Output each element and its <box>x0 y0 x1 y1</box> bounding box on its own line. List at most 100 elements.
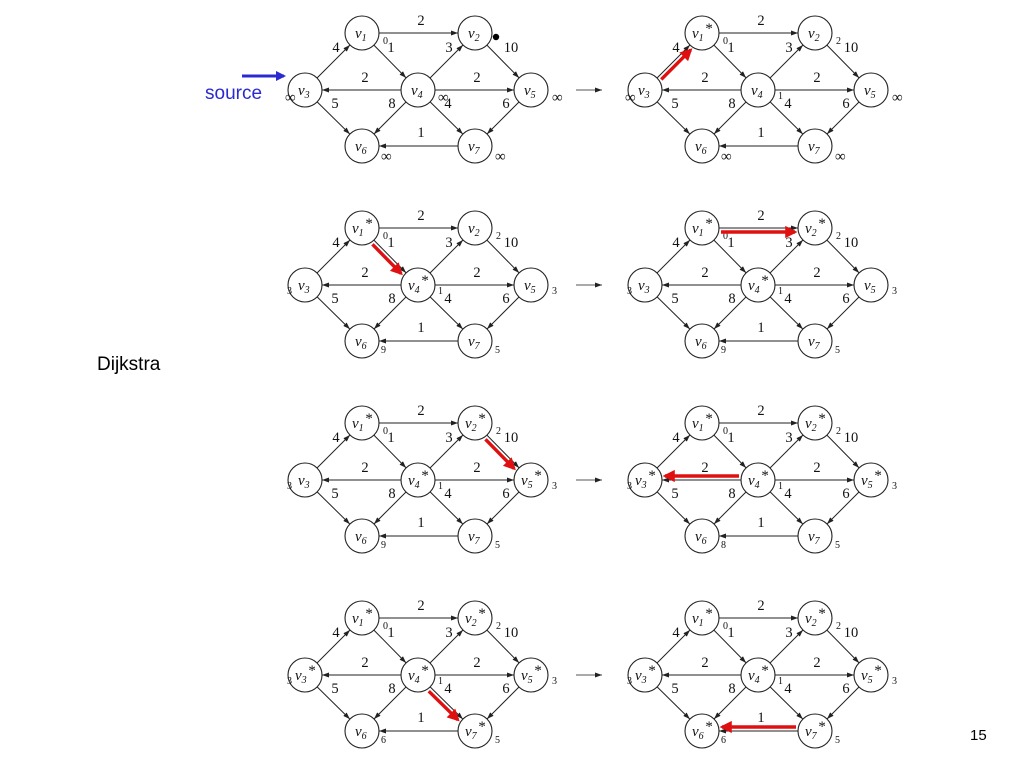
node-label-v6: v6 <box>695 529 707 547</box>
distance-v4: 1 <box>778 286 783 297</box>
edge-v5-v7 <box>486 491 520 525</box>
edge-weight-v3-v6: 5 <box>671 681 678 697</box>
edge-weight-v1-v2: 2 <box>757 598 764 614</box>
node-label-v6: v6 <box>355 724 367 742</box>
edge-weight-v2-v5: 10 <box>504 430 519 446</box>
node-v2 <box>797 405 833 441</box>
node-label-v1: v1 <box>355 26 367 44</box>
edge-weight-v3-v6: 5 <box>331 486 338 502</box>
node-label-v3: v3 <box>298 83 310 101</box>
node-label-v3: v3 <box>638 278 650 296</box>
edge-v3-v6 <box>656 101 691 135</box>
edge-weight-v4-v2: 3 <box>445 235 452 251</box>
known-marker-v7: * <box>478 719 486 735</box>
known-marker-v5: * <box>534 468 542 484</box>
node-v7 <box>457 323 493 359</box>
distance-v3: 3 <box>287 676 292 687</box>
distance-v7: 5 <box>495 345 500 356</box>
edge-weight-v4-v3: 2 <box>701 265 708 281</box>
node-label-v2: v2 <box>468 26 480 44</box>
node-v1 <box>344 210 380 246</box>
distance-v3: 3 <box>287 481 292 492</box>
edge-v4-v6 <box>713 491 747 525</box>
edge-v4-v2 <box>429 434 464 469</box>
edge-v3-v6 <box>316 491 351 525</box>
edge-weight-v4-v6: 8 <box>728 291 735 307</box>
edge-v1-v4 <box>373 434 407 469</box>
edge-weight-v4-v7: 4 <box>784 96 792 112</box>
edge-weight-v4-v2: 3 <box>785 235 792 251</box>
edge-v4-v7 <box>769 491 804 525</box>
edge-weight-v4-v2: 3 <box>445 40 452 56</box>
known-marker-v2: * <box>818 411 826 427</box>
edge-weight-v4-v6: 8 <box>728 486 735 502</box>
distance-v6: 6 <box>381 735 386 746</box>
edge-v1-v4 <box>373 44 407 79</box>
edge-weight-v2-v5: 10 <box>844 625 859 641</box>
edge-v4-v2 <box>769 434 804 469</box>
edge-weight-v5-v7: 6 <box>502 681 509 697</box>
distance-v3: 3 <box>287 286 292 297</box>
distance-v5: 3 <box>892 676 897 687</box>
edge-weight-v4-v5: 2 <box>813 265 820 281</box>
edge-v2-v5 <box>486 629 520 664</box>
distance-v2: 2 <box>836 621 841 632</box>
distance-v1: 0 <box>383 231 388 242</box>
distance-v3: 3 <box>627 481 632 492</box>
edge-weight-v7-v6: 1 <box>757 125 764 141</box>
node-v2 <box>457 15 493 51</box>
edge-weight-v4-v2: 3 <box>785 40 792 56</box>
edge-weight-v4-v5: 2 <box>813 70 820 86</box>
edge-v4-v7 <box>429 491 464 525</box>
edge-weight-v1-v4: 1 <box>387 625 394 641</box>
distance-v5: ∞ <box>892 90 903 106</box>
distance-v7: 5 <box>835 345 840 356</box>
edge-weight-v5-v7: 6 <box>502 486 509 502</box>
node-v5 <box>513 267 549 303</box>
node-label-v5: v5 <box>524 83 536 101</box>
edge-v5-v7 <box>826 491 860 525</box>
edge-v1-v4 <box>713 239 747 274</box>
node-label-v6: v6 <box>355 139 367 157</box>
edge-weight-v3-v1: 4 <box>672 430 680 446</box>
edge-weight-v7-v6: 1 <box>417 710 424 726</box>
edge-weight-v4-v3: 2 <box>701 655 708 671</box>
distance-v4: 1 <box>438 676 443 687</box>
node-v7 <box>457 518 493 554</box>
node-v1 <box>344 600 380 636</box>
edge-v3-v6 <box>656 686 691 720</box>
node-v4 <box>400 657 436 693</box>
distance-v6: 9 <box>381 540 386 551</box>
node-v1 <box>684 15 720 51</box>
distance-v2: 2 <box>496 426 501 437</box>
node-v4 <box>740 267 776 303</box>
highlight-arrow-v2-v5 <box>484 438 516 471</box>
edge-v4-v2 <box>769 629 804 664</box>
node-v2 <box>457 210 493 246</box>
distance-v4: 1 <box>438 286 443 297</box>
edge-v4-v7 <box>429 101 464 135</box>
node-label-v6: v6 <box>355 334 367 352</box>
node-v1 <box>684 405 720 441</box>
edge-weight-v1-v2: 2 <box>417 598 424 614</box>
known-marker-v1: * <box>705 216 713 232</box>
edge-weight-v4-v5: 2 <box>473 265 480 281</box>
edge-weight-v3-v6: 5 <box>671 291 678 307</box>
edge-weight-v3-v1: 4 <box>332 430 340 446</box>
node-v6 <box>684 323 720 359</box>
edge-weight-v4-v5: 2 <box>473 655 480 671</box>
edge-weight-v3-v1: 4 <box>672 40 680 56</box>
node-v3 <box>627 267 663 303</box>
edge-v4-v6 <box>713 101 747 135</box>
edge-weight-v4-v5: 2 <box>473 70 480 86</box>
edge-weight-v1-v4: 1 <box>727 235 734 251</box>
distance-v7: ∞ <box>495 149 506 165</box>
known-marker-v1: * <box>365 411 373 427</box>
distance-v6: ∞ <box>721 149 732 165</box>
edge-v4-v6 <box>373 686 407 720</box>
distance-v7: 5 <box>495 540 500 551</box>
